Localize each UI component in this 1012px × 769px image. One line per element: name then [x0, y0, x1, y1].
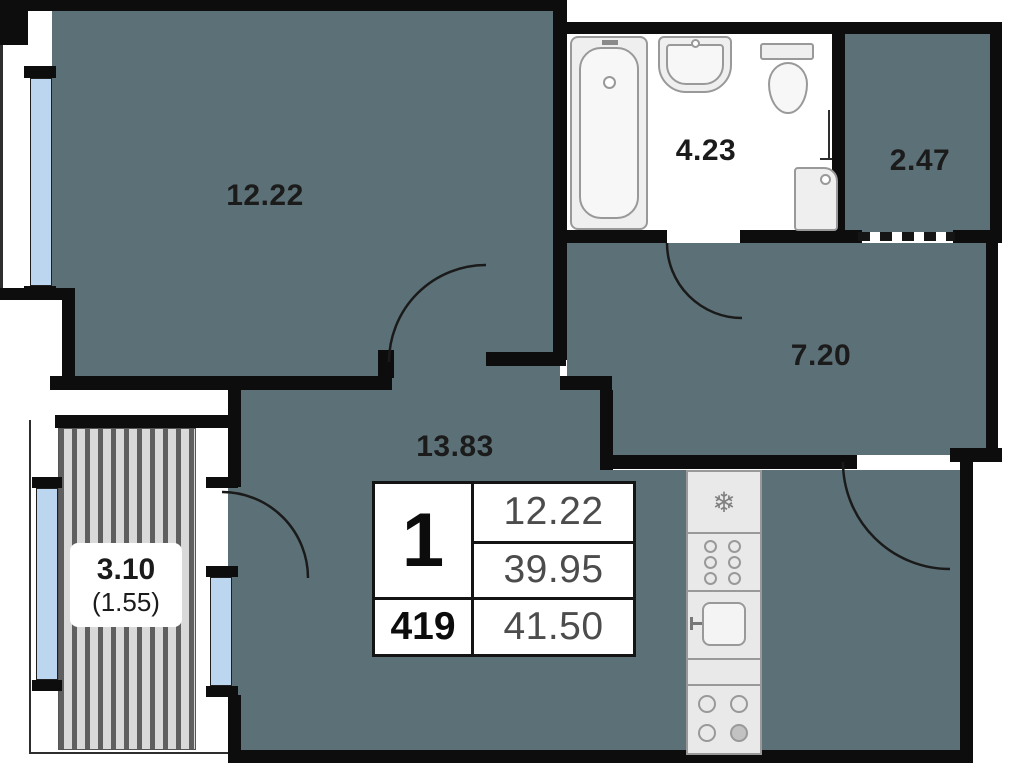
living-area-label: 12.22 — [226, 179, 304, 212]
wall-wardrobe-bottom-right — [953, 230, 1002, 243]
washbasin-icon — [658, 36, 732, 93]
door-post-main — [843, 455, 857, 469]
kitchen-sink-basin — [702, 602, 746, 646]
wall-wardrobe-bottom-left — [840, 230, 862, 243]
window-living-left — [30, 78, 52, 286]
window-cap — [206, 477, 238, 488]
towel-pipe — [828, 110, 830, 160]
bathtub-icon — [570, 36, 648, 230]
water-heater-dial — [820, 174, 831, 185]
wall-top-right — [555, 22, 1002, 34]
wall-bathroom-bottom-left — [553, 230, 667, 243]
window-cap — [206, 686, 238, 697]
kitchen-faucet-handle — [690, 617, 693, 630]
wall-main-left-upper — [228, 390, 241, 487]
apartment-info-table: 1 12.22 39.95 419 41.50 — [372, 481, 636, 657]
window-main-balcony — [210, 577, 232, 686]
burner-rack-icon — [688, 534, 760, 592]
stove-icon — [688, 686, 760, 753]
toilet-tank — [760, 43, 814, 60]
bathtub-inner — [579, 47, 639, 219]
wall-main-right — [960, 455, 973, 763]
wall-step-corner — [950, 448, 1002, 462]
fridge-icon: ❄ — [688, 472, 760, 534]
door-post-living — [378, 350, 394, 378]
window-cap — [32, 680, 62, 691]
main-area-label: 13.83 — [416, 430, 494, 463]
room-living — [52, 8, 560, 300]
window-balcony-outer — [36, 488, 58, 680]
living-glazing-outer-line — [0, 45, 3, 295]
wall-living-bathroom — [553, 0, 567, 360]
bathroom-area-label: 4.23 — [675, 134, 737, 167]
wall-main-left-lower — [228, 695, 241, 750]
window-cap — [32, 477, 62, 488]
wall-hall-right — [986, 243, 998, 455]
towel-pipe-foot — [820, 158, 832, 160]
living-area-value: 12.22 — [471, 484, 633, 541]
entry-opening-dashed — [858, 232, 955, 241]
fridge-snowflake-glyph: ❄ — [712, 486, 736, 518]
window-cap — [24, 66, 56, 78]
balcony-glazing-bottom-line — [29, 752, 229, 754]
room-main-right — [612, 470, 960, 750]
wall-kitchen-top — [613, 455, 843, 469]
wall-bathroom-bottom-right — [740, 230, 840, 243]
room-hallway — [567, 243, 986, 455]
washbasin-faucet — [691, 39, 700, 48]
wall-wardrobe-right — [990, 22, 1002, 243]
wall-living-bottom-left — [50, 376, 392, 390]
wall-jog-vertical — [600, 390, 613, 470]
wall-top-living — [28, 0, 562, 11]
room-wardrobe — [845, 34, 990, 240]
bathtub-faucet — [602, 40, 618, 45]
balcony-area-label: 3.10 — [96, 552, 156, 586]
wall-jog-top — [560, 376, 612, 390]
wall-living-bottom-right — [486, 352, 566, 366]
wall-balcony-top — [55, 415, 228, 428]
kitchen-sink-icon — [688, 592, 760, 660]
wall-bottom — [228, 750, 973, 763]
balcony-glazing-left-line — [29, 420, 31, 754]
toilet-bowl-icon — [768, 62, 808, 114]
wall-left-vertical — [62, 295, 75, 390]
wall-left-mid — [0, 288, 75, 300]
wardrobe-area-label: 2.47 — [889, 144, 951, 177]
rooms-count: 1 — [401, 498, 445, 584]
balcony-reduced-area-label: (1.55) — [92, 586, 160, 617]
hallway-area-label: 7.20 — [790, 339, 852, 372]
washbasin-inner — [666, 44, 724, 85]
kitchen-unit: ❄ — [686, 470, 762, 755]
living-plus-aux-area-value: 39.95 — [471, 540, 633, 598]
window-cap — [206, 566, 238, 577]
counter-segment — [688, 660, 760, 686]
water-heater-icon — [794, 167, 838, 231]
total-area-value: 41.50 — [471, 597, 633, 654]
balcony-label-pill: 3.10 (1.55) — [70, 543, 182, 627]
apartment-number: 419 — [375, 597, 471, 654]
bathtub-drain — [603, 76, 616, 89]
kitchen-faucet — [691, 622, 702, 625]
wall-corner-topleft — [0, 0, 28, 45]
